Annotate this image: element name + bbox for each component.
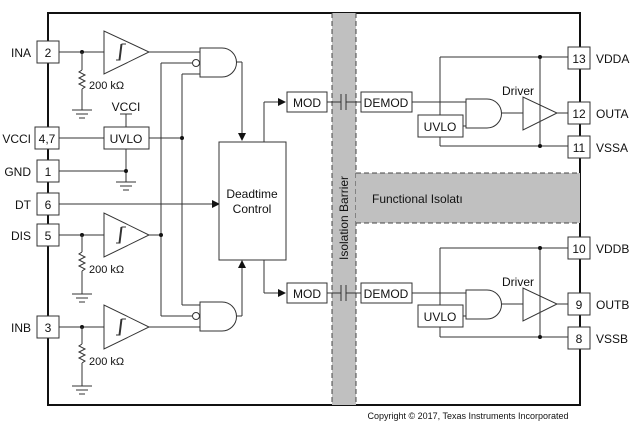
svg-text:UVLO: UVLO [424, 310, 457, 324]
svg-text:VSSB: VSSB [596, 332, 628, 346]
svg-text:200 kΩ: 200 kΩ [89, 264, 124, 276]
resistor-dis: 200 kΩ [72, 235, 124, 303]
svg-text:11: 11 [573, 141, 586, 155]
svg-text:8: 8 [576, 332, 583, 346]
and-gate-out-b [465, 289, 502, 320]
and-gate-a [192, 47, 237, 78]
pin-vssb: 8 VSSB [567, 326, 628, 350]
svg-text:OUTA: OUTA [596, 107, 628, 121]
svg-text:10: 10 [572, 242, 586, 256]
isolation-barrier [332, 13, 356, 405]
resistor-inb: 200 kΩ [72, 327, 124, 395]
svg-text:OUTB: OUTB [596, 298, 629, 312]
functional-isolation-label: Functional Isolatı [372, 192, 463, 206]
svg-text:Control: Control [233, 202, 272, 216]
svg-text:6: 6 [45, 198, 52, 212]
isolation-barrier-label: Isolation Barrier [337, 176, 351, 260]
demod-b: DEMOD [360, 282, 413, 304]
svg-text:UVLO: UVLO [110, 132, 143, 146]
schmitt-buffer-dis [103, 212, 151, 258]
svg-text:200 kΩ: 200 kΩ [89, 356, 124, 368]
vcci-label: VCCI [112, 100, 141, 114]
svg-text:VDDA: VDDA [596, 52, 629, 66]
resistor-ina: 200 kΩ [72, 52, 124, 119]
pin-dt: 6 DT [15, 192, 60, 216]
svg-text:200 kΩ: 200 kΩ [89, 80, 124, 92]
svg-text:Driver: Driver [502, 84, 534, 98]
uvlo-a: UVLO [417, 114, 464, 138]
svg-text:13: 13 [572, 52, 586, 66]
svg-text:4,7: 4,7 [39, 132, 56, 146]
svg-text:INB: INB [11, 321, 31, 335]
pin-gnd: 1 GND [4, 159, 60, 183]
and-gate-b [192, 301, 237, 332]
svg-text:3: 3 [45, 321, 52, 335]
deadtime-control: Deadtime Control [218, 141, 287, 261]
functional-isolation [356, 173, 580, 223]
svg-text:VDDB: VDDB [596, 242, 629, 256]
demod-a: DEMOD [360, 91, 413, 113]
svg-text:DEMOD: DEMOD [364, 287, 409, 301]
pin-vcci: 4,7 VCCI [2, 126, 60, 150]
svg-text:2: 2 [45, 46, 52, 60]
svg-text:9: 9 [576, 298, 583, 312]
pin-dis: 5 DIS [11, 223, 60, 247]
pin-vdda: 13 VDDA [567, 46, 629, 70]
uvlo-input: UVLO [103, 126, 150, 150]
pin-vddb: 10 VDDB [567, 236, 629, 260]
svg-text:Deadtime: Deadtime [226, 187, 278, 201]
svg-text:1: 1 [45, 165, 52, 179]
driver-b: Driver [502, 275, 559, 322]
pin-ina: 2 INA [11, 40, 60, 64]
svg-text:MOD: MOD [293, 96, 321, 110]
svg-text:12: 12 [572, 107, 586, 121]
pin-inb: 3 INB [11, 315, 60, 339]
svg-text:MOD: MOD [293, 287, 321, 301]
schmitt-buffer-inb [103, 304, 151, 350]
mod-b: MOD [286, 282, 328, 304]
driver-a: Driver [502, 84, 559, 131]
copyright-text: Copyright © 2017, Texas Instruments Inco… [367, 411, 568, 421]
uvlo-b: UVLO [417, 304, 464, 328]
svg-text:Driver: Driver [502, 275, 534, 289]
mod-a: MOD [286, 91, 328, 113]
svg-text:GND: GND [4, 165, 31, 179]
svg-text:VCCI: VCCI [2, 132, 31, 146]
svg-text:DIS: DIS [11, 229, 31, 243]
svg-text:DT: DT [15, 198, 32, 212]
pin-outb: 9 OUTB [567, 292, 629, 316]
svg-text:DEMOD: DEMOD [364, 96, 409, 110]
pin-outa: 12 OUTA [567, 101, 628, 125]
pin-vssa: 11 VSSA [567, 135, 628, 159]
and-gate-out-a [465, 98, 502, 129]
svg-text:INA: INA [11, 46, 31, 60]
svg-text:UVLO: UVLO [424, 120, 457, 134]
svg-text:VSSA: VSSA [596, 141, 628, 155]
svg-text:5: 5 [45, 229, 52, 243]
schmitt-buffer-ina [103, 30, 151, 75]
